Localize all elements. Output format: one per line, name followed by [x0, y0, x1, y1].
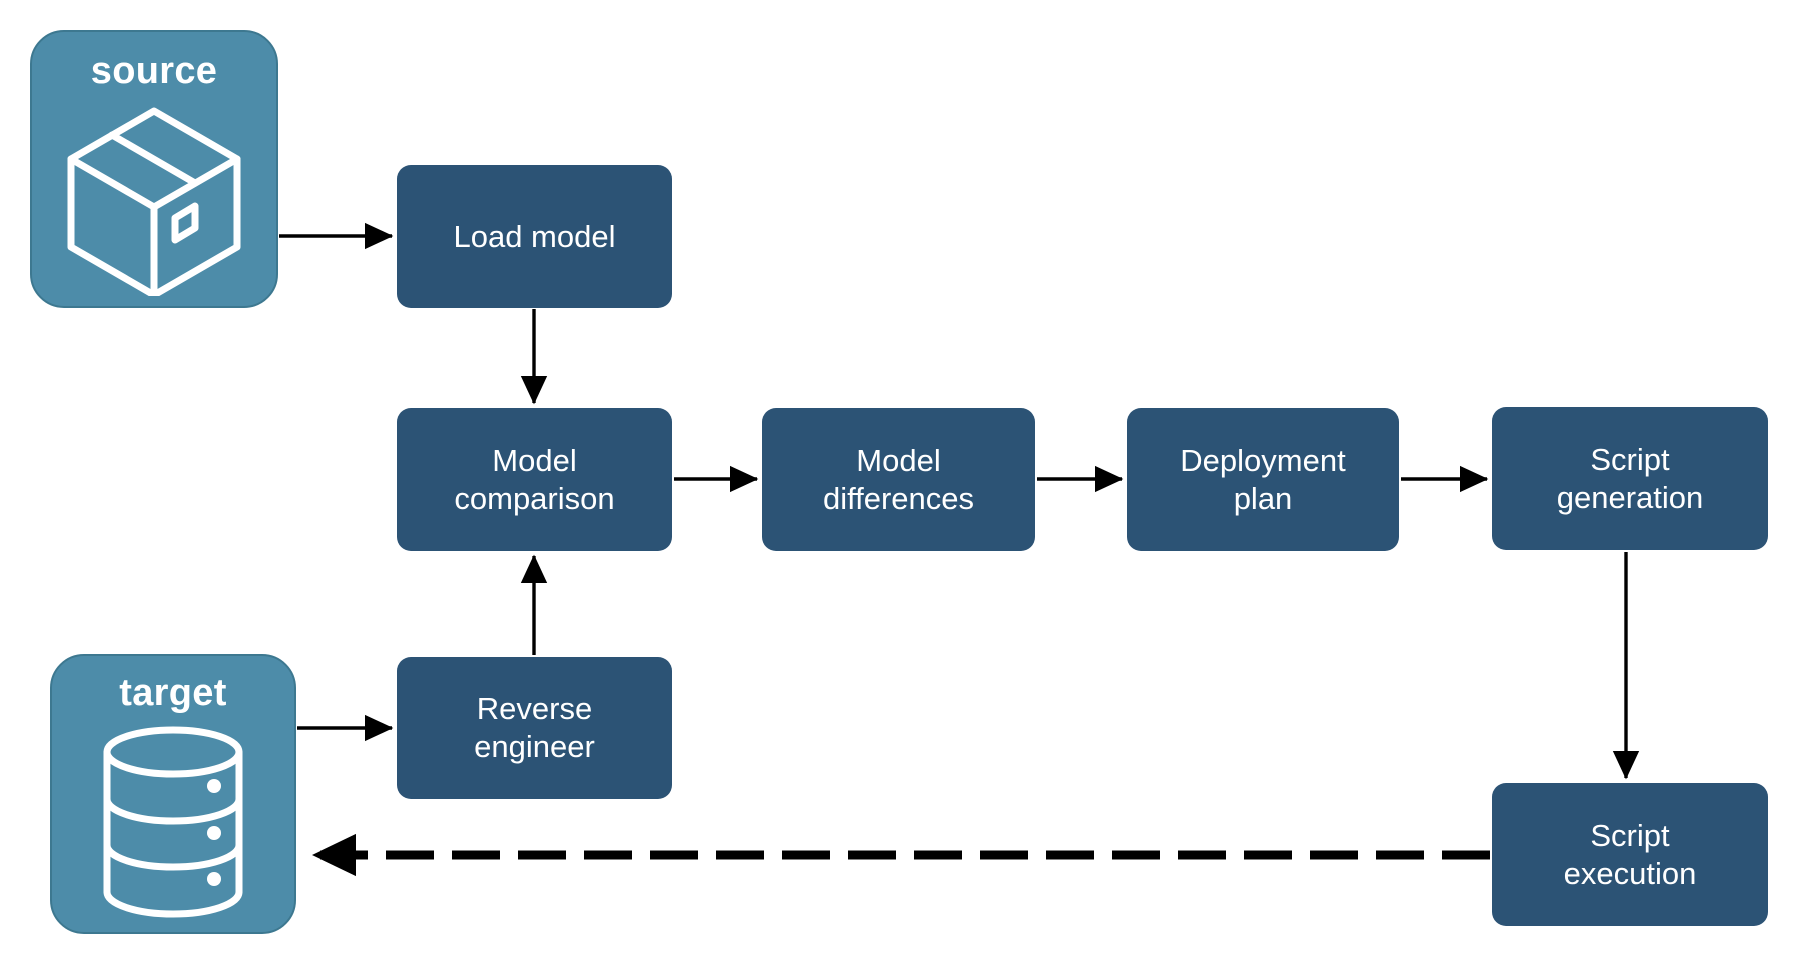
- process-model-comparison-line-2: comparison: [454, 480, 615, 516]
- process-model-comparison-line-1: Model: [492, 442, 577, 478]
- process-script-generation[interactable]: Script generation: [1492, 407, 1768, 550]
- process-script-generation-line-2: generation: [1556, 479, 1704, 515]
- process-reverse-engineer-line-2: engineer: [474, 729, 595, 764]
- endpoint-source-label: source: [90, 50, 218, 92]
- package-box-icon: [32, 90, 276, 306]
- process-script-execution-line-1: Script: [1590, 817, 1670, 853]
- endpoint-source[interactable]: source: [30, 30, 278, 308]
- process-model-differences-line-1: Model: [856, 442, 941, 478]
- process-model-differences-line-2: differences: [822, 480, 975, 516]
- process-deployment-plan[interactable]: Deployment plan: [1127, 408, 1399, 551]
- process-load-model[interactable]: Load model: [397, 165, 672, 308]
- process-script-generation-line-1: Script: [1590, 441, 1670, 477]
- endpoint-target-label: target: [119, 672, 227, 714]
- process-deployment-plan-line-1: Deployment: [1180, 442, 1346, 478]
- database-cylinder-icon: [52, 712, 294, 932]
- process-deployment-plan-line-2: plan: [1233, 480, 1293, 516]
- process-reverse-engineer[interactable]: Reverse engineer: [397, 657, 672, 799]
- process-load-model-line-1: Load model: [453, 218, 616, 254]
- process-reverse-engineer-line-1: Reverse: [476, 691, 593, 727]
- process-script-execution-line-2: execution: [1563, 855, 1697, 891]
- endpoint-target[interactable]: target: [50, 654, 296, 934]
- process-model-differences[interactable]: Model differences: [762, 408, 1035, 551]
- process-model-comparison[interactable]: Model comparison: [397, 408, 672, 551]
- process-script-execution[interactable]: Script execution: [1492, 783, 1768, 926]
